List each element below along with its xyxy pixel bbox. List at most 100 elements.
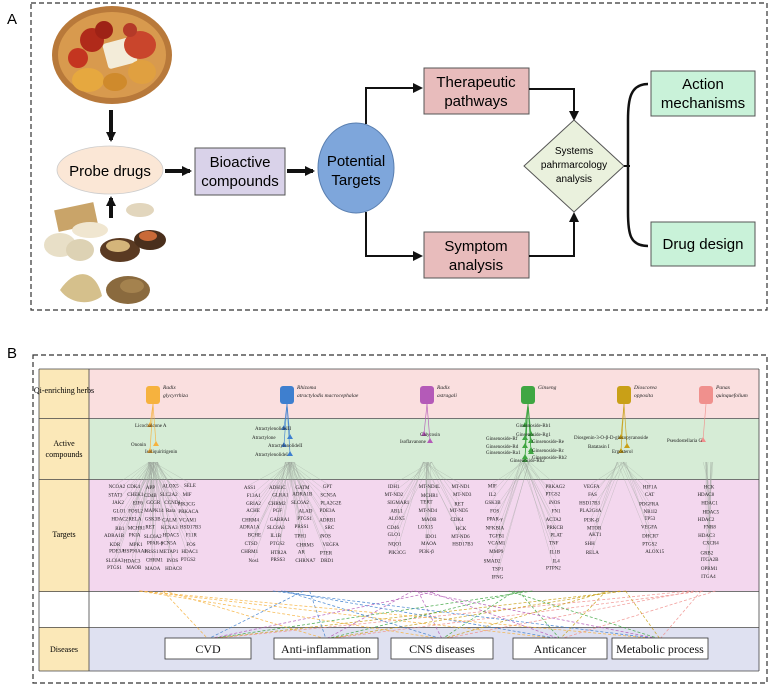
target-label: F11R (186, 534, 198, 539)
target-label: CALM (162, 518, 177, 523)
target-label: MIF (183, 493, 192, 498)
target-label: HSD17B3 (579, 501, 600, 506)
target-label: IL1B (270, 534, 281, 539)
target-label: ADRB1 (319, 519, 336, 524)
symptom-label-2: analysis (449, 257, 503, 274)
target-label: HDAC5 (162, 533, 179, 538)
compound-label: Ononin (131, 443, 147, 448)
target-label: VEGFA (641, 525, 658, 530)
target-label: IDH1 (388, 485, 400, 490)
herb-marker (280, 386, 294, 404)
target-label: FOS (186, 543, 195, 548)
therapeutic-label-1: Therapeutic (436, 74, 516, 91)
target-label: GRB2 (700, 551, 713, 556)
target-label: PTPN2 (546, 567, 561, 572)
target-label: METAP1 (159, 550, 179, 555)
target-label: IL4 (553, 559, 561, 564)
action-label-1: Action (682, 76, 724, 93)
target-label: MT-ND4L (419, 485, 440, 490)
target-label: HDAC3 (124, 559, 141, 564)
disease-node: CNS diseases (391, 638, 493, 659)
target-label: GSK3B (145, 518, 162, 523)
target-label: ABL1 (390, 510, 403, 515)
target-label: GPT (323, 485, 332, 490)
target-label: GLRA1 (272, 493, 289, 498)
target-label: HSD17B3 (180, 526, 201, 531)
target-label: PTGS2 (545, 492, 560, 497)
compound-label: AtractylenolideII (268, 444, 303, 449)
compound-label: Ginsenoside-Rg1 (516, 433, 551, 438)
target-label: MAPK14 (144, 509, 164, 514)
target-label: CHRM1 (146, 558, 164, 563)
target-label: PTGS1 (297, 517, 312, 522)
drug-design-label: Drug design (663, 236, 744, 253)
target-label: PIK3CG (178, 502, 196, 507)
target-label: CHRNA7 (295, 559, 316, 564)
target-label: FOS (490, 510, 499, 515)
target-label: MAOA (421, 542, 437, 547)
results-bracket (628, 84, 648, 246)
target-label: TGFB1 (489, 535, 505, 540)
target-label: SHH (585, 542, 595, 547)
compound-label: Licochalcone A (135, 424, 167, 429)
herb-label: glycyrrhiza (163, 393, 188, 399)
target-label: STAT3 (108, 494, 123, 499)
target-label: ACHE (246, 509, 260, 514)
target-label: SLC6A3 (106, 559, 124, 564)
compound-label: Calycosin (420, 433, 440, 438)
target-label: MPK1 (129, 543, 143, 548)
target-label: HSD17B3 (452, 543, 473, 548)
target-label: HIF1A (643, 486, 658, 491)
disease-label: Metabolic process (616, 642, 704, 656)
probe-drugs-label: Probe drugs (69, 163, 151, 180)
target-label: ADRA1B (292, 492, 313, 497)
target-label: iNOS (549, 501, 561, 506)
target-label: Rara (166, 509, 176, 514)
target-label: GLO1 (113, 510, 126, 515)
target-label: PTGS2 (270, 542, 285, 547)
disease-node: Metabolic process (612, 638, 708, 659)
target-label: MAOB (421, 518, 437, 523)
arrow-symptom-to-systems (529, 214, 574, 256)
target-label: BCHE (248, 533, 261, 538)
target-label: ADRA1B (104, 534, 125, 539)
target-label: APP (146, 486, 155, 491)
compound-label: AtractylenolideI (255, 453, 288, 458)
target-label: IDO1 (425, 535, 437, 540)
target-label: iNOS (319, 534, 331, 539)
row-compounds-label-2: compounds (46, 450, 83, 459)
target-label: PPAR-γ (487, 517, 504, 522)
target-label: HDAC3 (698, 534, 715, 539)
target-label: MTOR (587, 526, 602, 531)
compound-label: AtractylenolideIII (255, 427, 291, 432)
target-label: KDR (110, 543, 121, 548)
target-label: PRKACA (178, 510, 199, 515)
herb-label: opposita (634, 393, 653, 399)
target-label: PDE3A (320, 509, 336, 514)
systems-label-2: pahrmarcology (541, 160, 607, 171)
target-label: DRD1 (320, 559, 334, 564)
herb-marker (699, 386, 713, 404)
target-label: TNF (549, 541, 559, 546)
compound-label: Batatasin I (588, 445, 610, 450)
target-label: PRSS1 (295, 525, 310, 530)
target-label: HCK (704, 485, 715, 490)
disease-label: Anti-inflammation (281, 642, 371, 656)
action-label-2: mechanisms (661, 95, 745, 112)
target-label: MT-ND2 (385, 493, 404, 498)
target-label: MT-ND5 (450, 509, 469, 514)
target-label: SCN5A (320, 494, 336, 499)
target-label: HDAC1 (181, 550, 198, 555)
compound-label: Isoflavanone (400, 440, 427, 445)
target-label: CHRM3 (296, 543, 314, 548)
target-label: NR1I2 (644, 510, 658, 515)
herb-label: quinquefolium (716, 392, 748, 399)
target-label: SIGMAR1 (387, 501, 409, 506)
compound-label: Ginsenoside-Re (532, 440, 565, 445)
target-label: CAT (645, 493, 654, 498)
target-label: SLC2A2 (160, 493, 178, 498)
disease-node: CVD (165, 638, 251, 659)
target-label: TERT (420, 501, 432, 506)
compound-label: Ginsenoside-Rc (532, 449, 565, 454)
